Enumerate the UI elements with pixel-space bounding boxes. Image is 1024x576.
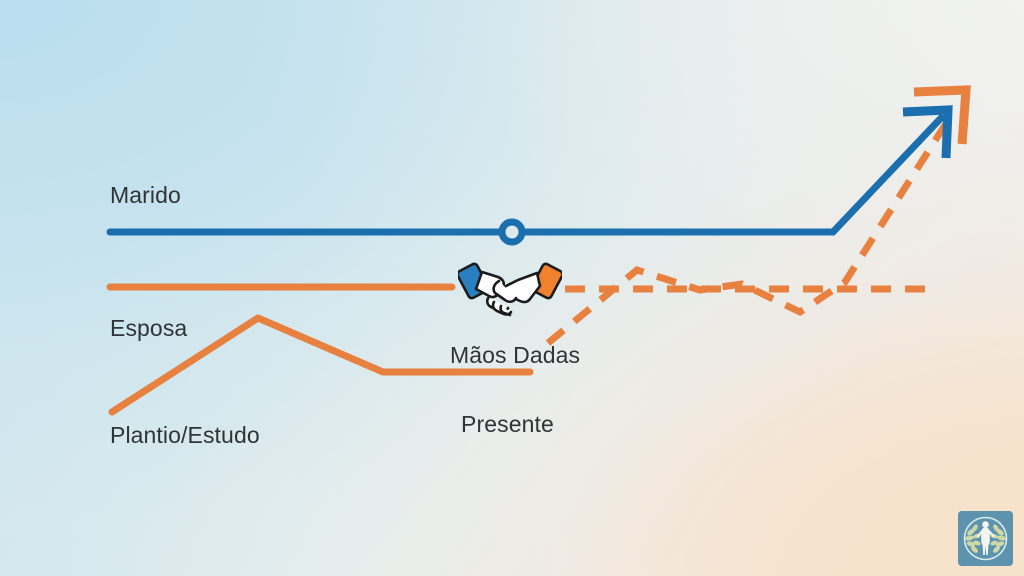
brand-logo xyxy=(958,511,1013,566)
handshake-clasp xyxy=(492,279,518,304)
esposa-depois-dashed-path xyxy=(545,112,955,346)
orange-arrow-head-icon xyxy=(913,85,971,145)
label-maos-dadas: Mãos Dadas xyxy=(450,342,581,368)
handshake-icon xyxy=(458,262,562,317)
circle-node-marker-icon xyxy=(498,218,526,246)
label-marido: Marido xyxy=(110,182,181,208)
series-marido xyxy=(106,105,953,246)
person-laurel-logo-icon xyxy=(958,511,1013,566)
label-esposa: Esposa xyxy=(110,315,188,341)
blue-arrow-head-icon xyxy=(902,105,953,159)
series-esposa-depois xyxy=(545,85,971,346)
label-presente: Presente xyxy=(461,411,554,437)
marido-line-path xyxy=(106,114,945,236)
handshake-finger-3 xyxy=(499,304,512,317)
label-plantio-estudo: Plantio/Estudo xyxy=(110,422,260,448)
plantio-estudo-path xyxy=(108,314,534,416)
